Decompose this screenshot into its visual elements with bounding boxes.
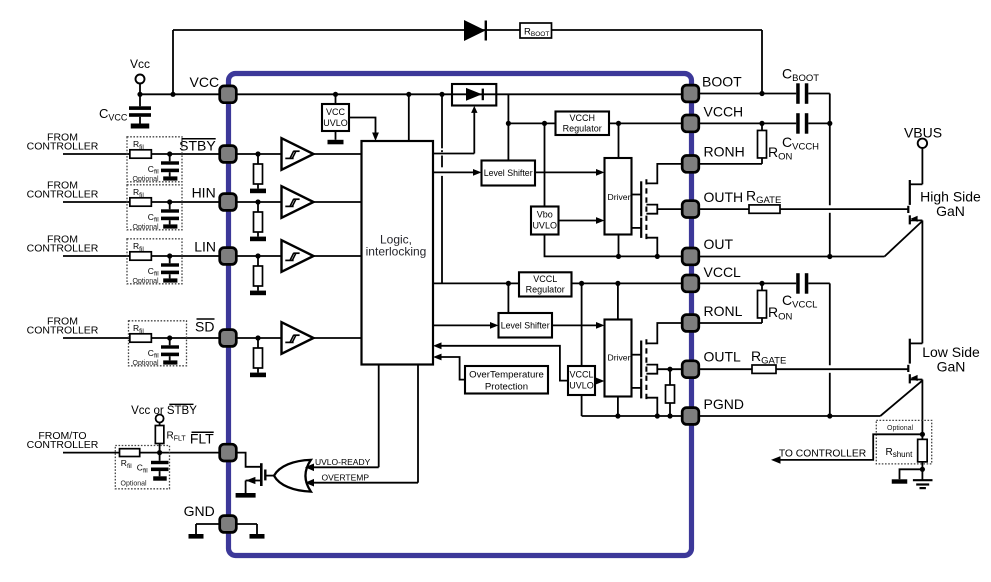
- svg-text:RBOOT: RBOOT: [524, 27, 549, 39]
- svg-text:Cfil: Cfil: [137, 463, 148, 475]
- svg-text:Vcc or STBY: Vcc or STBY: [131, 405, 197, 417]
- svg-text:Optional: Optional: [133, 176, 160, 183]
- svg-text:OUT: OUT: [704, 236, 734, 252]
- svg-text:Vbo: Vbo: [537, 210, 553, 220]
- svg-text:RONL: RONL: [704, 303, 743, 319]
- svg-text:FROM: FROM: [47, 131, 78, 143]
- svg-text:Optional: Optional: [133, 278, 160, 285]
- svg-text:VBUS: VBUS: [904, 125, 942, 141]
- svg-text:OverTemperature: OverTemperature: [469, 370, 544, 381]
- svg-text:VCCH: VCCH: [569, 113, 595, 123]
- svg-text:FROM: FROM: [47, 315, 78, 327]
- svg-text:Optional: Optional: [887, 425, 914, 432]
- svg-text:SD: SD: [195, 318, 214, 334]
- svg-text:Cfil: Cfil: [148, 164, 159, 176]
- svg-text:Cfil: Cfil: [148, 212, 159, 224]
- svg-text:RONH: RONH: [704, 144, 745, 160]
- svg-text:VCCL: VCCL: [704, 264, 742, 280]
- svg-text:OUTL: OUTL: [704, 349, 742, 365]
- svg-text:CONTROLLER: CONTROLLER: [27, 242, 99, 254]
- svg-text:GaN: GaN: [937, 359, 966, 375]
- svg-text:FROM: FROM: [47, 233, 78, 245]
- svg-text:Optional: Optional: [133, 224, 160, 231]
- svg-text:Regulator: Regulator: [563, 124, 602, 134]
- svg-text:Vcc: Vcc: [130, 57, 150, 71]
- svg-text:HIN: HIN: [192, 184, 216, 200]
- svg-text:VCCL: VCCL: [569, 370, 593, 380]
- svg-text:BOOT: BOOT: [702, 74, 742, 90]
- svg-text:STBY: STBY: [179, 138, 216, 154]
- svg-text:Cfil: Cfil: [148, 348, 159, 360]
- svg-text:Protection: Protection: [485, 382, 528, 393]
- svg-text:PGND: PGND: [704, 396, 744, 412]
- svg-text:VCC: VCC: [326, 107, 346, 117]
- svg-text:CONTROLLER: CONTROLLER: [27, 324, 99, 336]
- svg-text:Optional: Optional: [121, 481, 148, 488]
- svg-text:UVLO: UVLO: [323, 118, 348, 128]
- svg-text:FLT: FLT: [190, 431, 214, 447]
- svg-text:FROM/TO: FROM/TO: [38, 430, 86, 442]
- svg-text:Driver: Driver: [608, 353, 631, 363]
- svg-text:CONTROLLER: CONTROLLER: [27, 188, 99, 200]
- svg-text:GND: GND: [184, 503, 215, 519]
- svg-text:UVLO: UVLO: [569, 381, 594, 391]
- svg-text:Regulator: Regulator: [526, 285, 565, 295]
- svg-text:VCC: VCC: [190, 74, 220, 90]
- svg-text:Rfil: Rfil: [133, 241, 144, 253]
- svg-text:OUTH: OUTH: [704, 189, 744, 205]
- svg-text:CONTROLLER: CONTROLLER: [27, 439, 99, 451]
- svg-text:Low Side: Low Side: [922, 344, 980, 360]
- svg-text:CONTROLLER: CONTROLLER: [27, 140, 99, 152]
- svg-text:OVERTEMP: OVERTEMP: [322, 473, 370, 483]
- svg-text:Optional: Optional: [133, 360, 160, 367]
- svg-text:VCCH: VCCH: [704, 104, 744, 120]
- svg-text:High Side: High Side: [920, 189, 981, 205]
- svg-text:Rfil: Rfil: [121, 458, 132, 470]
- svg-text:Cfil: Cfil: [148, 266, 159, 278]
- svg-text:Driver: Driver: [608, 192, 631, 202]
- svg-text:TO CONTROLLER: TO CONTROLLER: [779, 449, 866, 460]
- svg-text:GaN: GaN: [936, 203, 965, 219]
- svg-text:UVLO: UVLO: [532, 221, 557, 231]
- svg-text:UVLO-READY: UVLO-READY: [315, 457, 371, 467]
- svg-text:Level Shifter: Level Shifter: [484, 168, 533, 178]
- svg-text:VCCL: VCCL: [533, 274, 557, 284]
- svg-text:FROM: FROM: [47, 179, 78, 191]
- svg-text:Rfil: Rfil: [133, 187, 144, 199]
- svg-text:Rfil: Rfil: [133, 139, 144, 151]
- svg-text:Rshunt: Rshunt: [886, 447, 914, 459]
- svg-text:LIN: LIN: [194, 239, 216, 255]
- svg-text:Logic,: Logic,: [380, 233, 412, 247]
- svg-text:interlocking: interlocking: [366, 245, 427, 259]
- svg-text:Rfil: Rfil: [133, 323, 144, 335]
- svg-text:Level Shifter: Level Shifter: [501, 321, 550, 331]
